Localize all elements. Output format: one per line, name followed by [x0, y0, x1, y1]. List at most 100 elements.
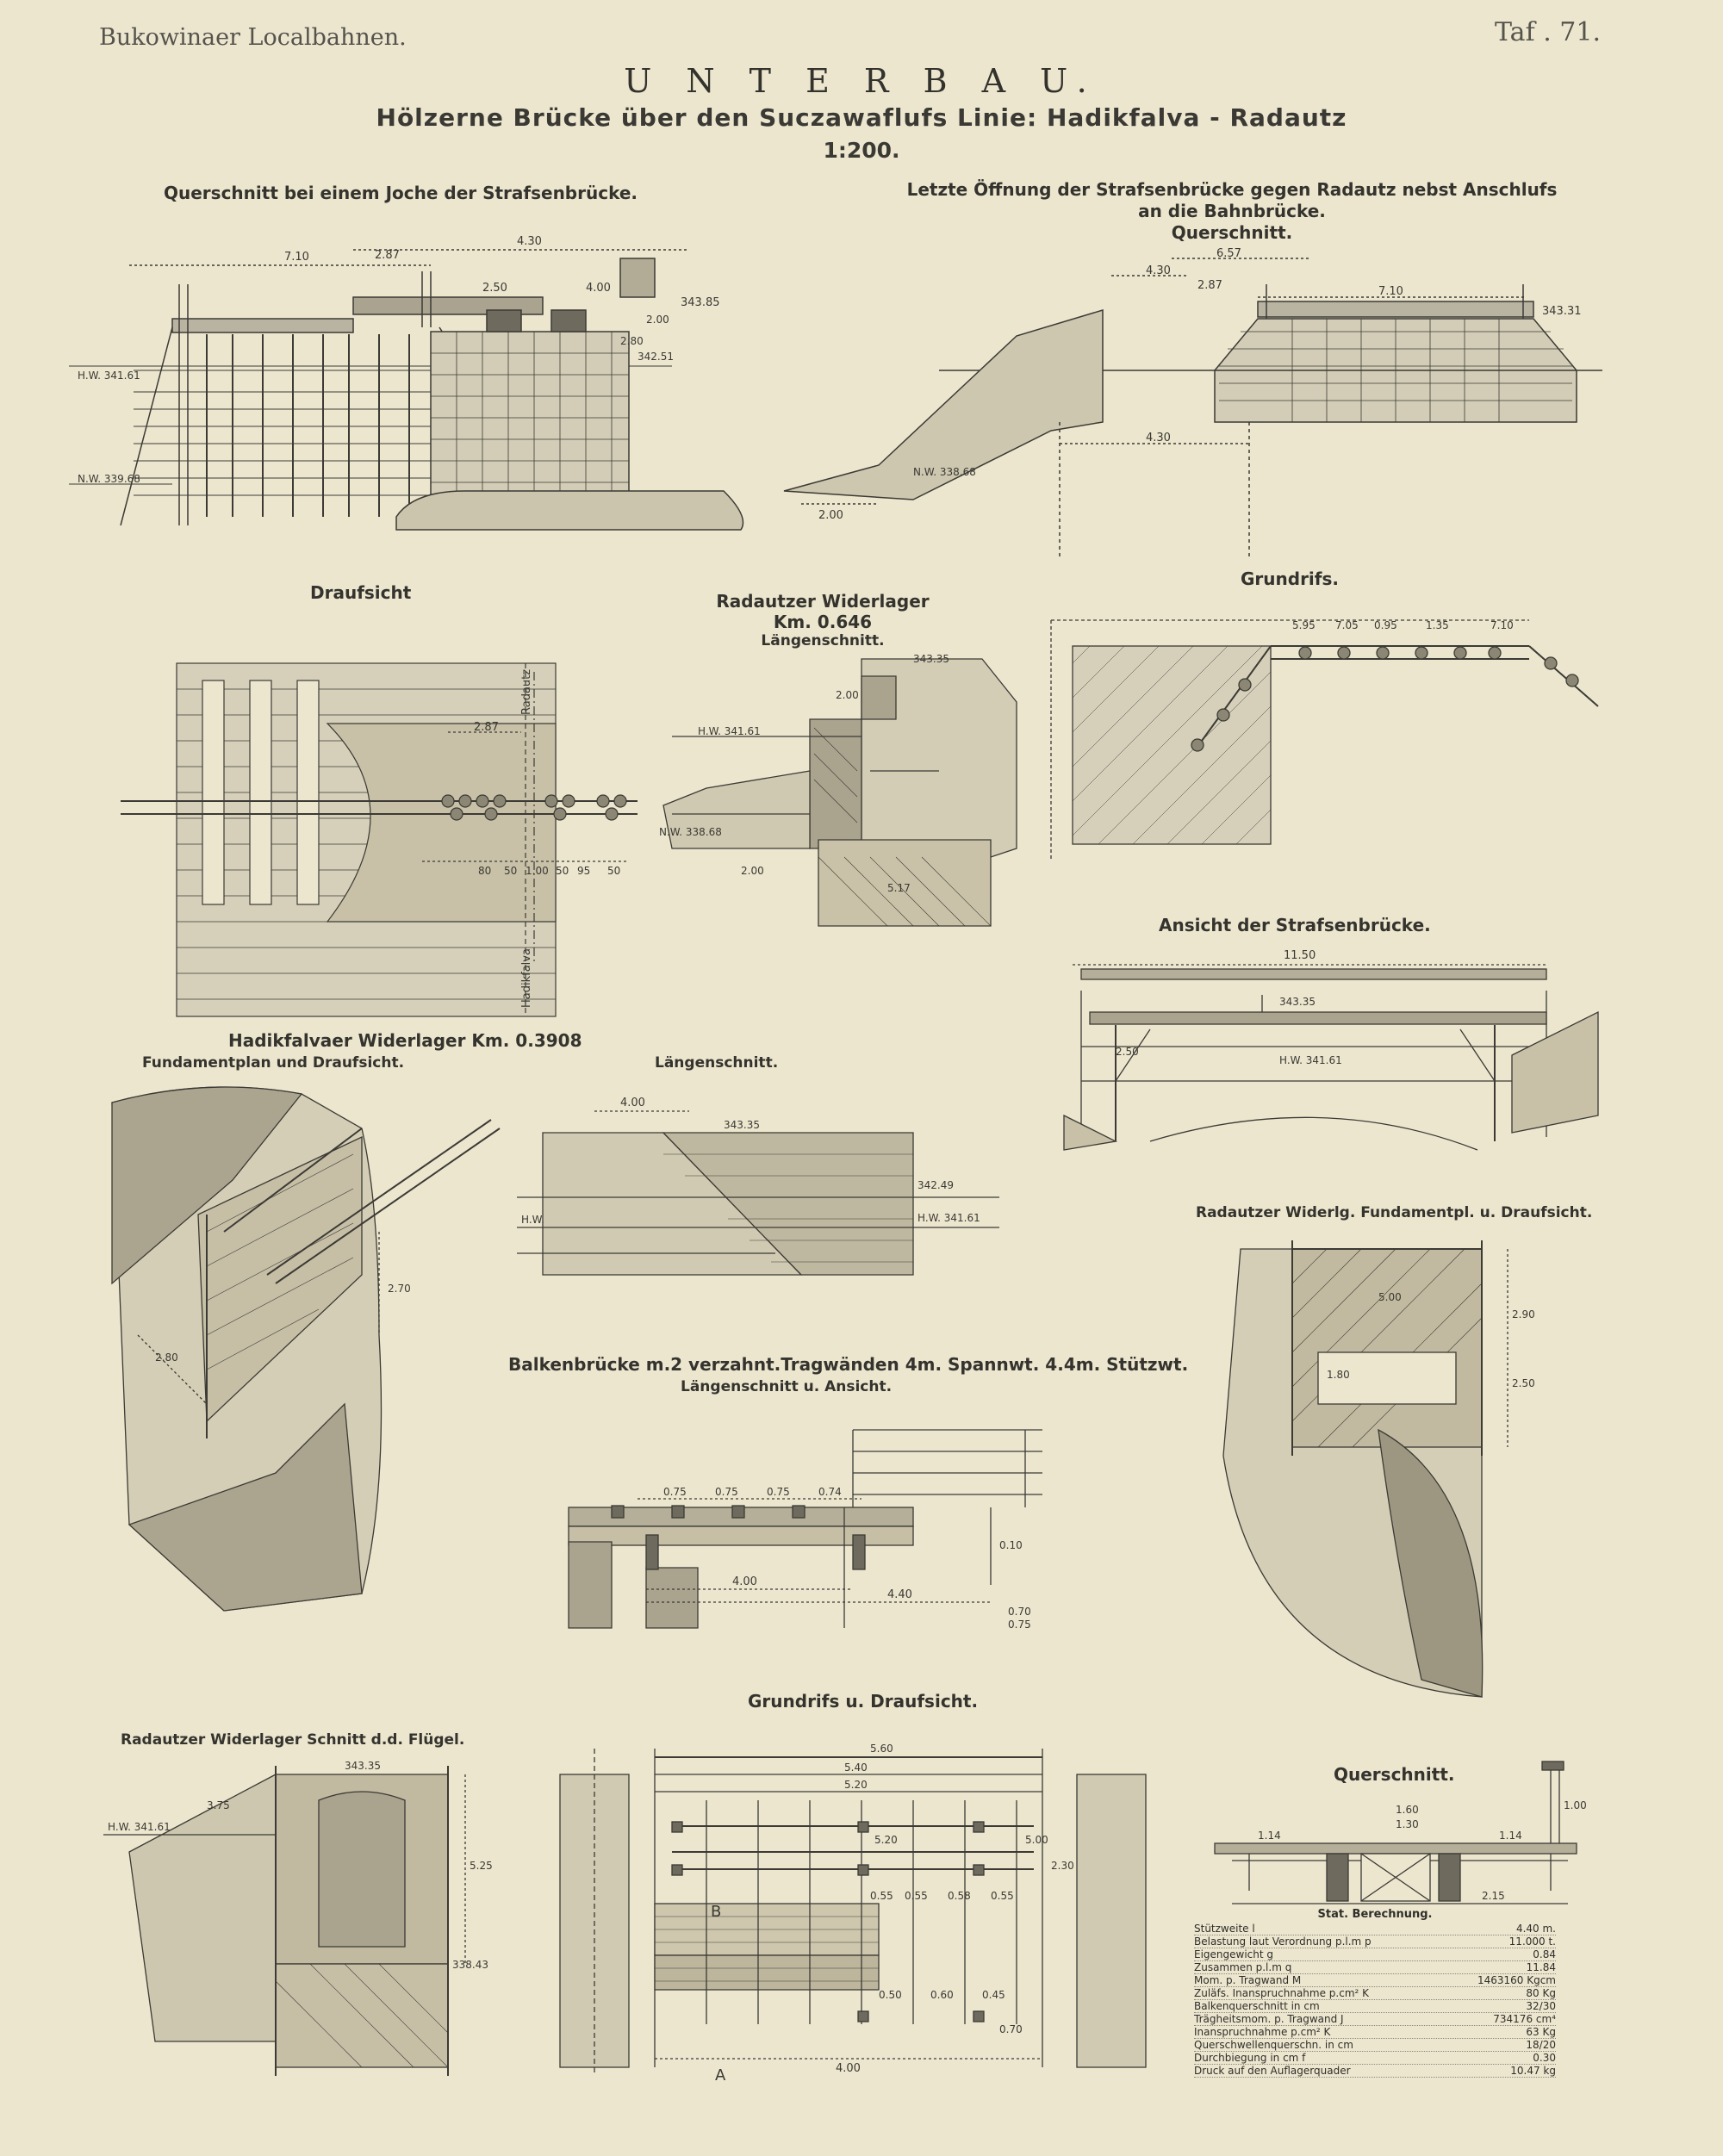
dim-gd-15: 0.55	[991, 1890, 1014, 1902]
dim-balk-3: 0.75	[767, 1486, 790, 1498]
dim-gd-12: 0.55	[870, 1890, 893, 1902]
calc-label: Belastung laut Verordnung p.l.m p	[1194, 1935, 1372, 1948]
dim-gd-14: 0.58	[948, 1890, 971, 1902]
dim-qb-6: 1.00	[1564, 1799, 1587, 1811]
calc-label: Mom. p. Tragwand M	[1194, 1974, 1302, 1986]
dim-balk-2: 0.75	[715, 1486, 738, 1498]
drawing-hadikfalvaer: 2.80 2.70	[111, 1086, 501, 1612]
dim-letzte-4: 7.10	[1378, 285, 1403, 298]
dim-letzte-6: 4.30	[1146, 432, 1171, 444]
dim-rf-4: 1.80	[1327, 1369, 1350, 1381]
calc-row: Mom. p. Tragwand M 1463160 Kgcm	[1194, 1974, 1556, 1987]
calc-value: 18/20	[1526, 2039, 1556, 2051]
hw-sf: H.W. 341.61	[108, 1821, 171, 1833]
dim-qb-3: 1.14	[1258, 1830, 1281, 1842]
dim-drauf-6: 95	[577, 865, 590, 877]
nw-rw: N.W. 338.68	[659, 826, 722, 838]
dim-ansicht-2: 343.35	[1279, 996, 1316, 1008]
dim-gd-7: 0.50	[879, 1989, 902, 2001]
caption-laengenschnitt: Längenschnitt.	[655, 1054, 779, 1072]
dim-drauf-3: 50	[504, 865, 517, 877]
caption-ansicht: Ansicht der Strafsenbrücke.	[1159, 915, 1431, 935]
dim-ansicht-1: 11.50	[1284, 949, 1316, 962]
header-series-label: Bukowinaer Localbahnen.	[99, 24, 407, 51]
plate-number: Taf . 71.	[1495, 17, 1601, 47]
dim-quer-9: 342.51	[638, 351, 674, 363]
calc-value: 734176 cm⁴	[1493, 2013, 1556, 2025]
caption-letzte-3: Querschnitt.	[1171, 222, 1293, 243]
dim-balk-7: 0.10	[999, 1539, 1023, 1551]
dim-drauf-2: 80	[478, 865, 491, 877]
caption-balkenbruecke-small: Längenschnitt u. Ansicht.	[681, 1378, 893, 1395]
calc-label: Trägheitsmom. p. Tragwand J	[1194, 2013, 1344, 2025]
dim-laeng-3: 342.49	[917, 1179, 954, 1191]
dim-balk-6: 4.40	[887, 1588, 912, 1601]
calc-label: Zuläfs. Inanspruchnahme p.cm² K	[1194, 1987, 1369, 1999]
dim-quer-7: 2.00	[646, 314, 669, 326]
dim-balk-4: 0.74	[818, 1486, 842, 1498]
dim-gr-3: 0.95	[1374, 619, 1397, 631]
dim-quer-2: 2.87	[375, 249, 400, 262]
dim-gr-1: 5.95	[1292, 619, 1316, 631]
dim-laeng-5: H.W.	[521, 1214, 544, 1226]
dim-drauf-5: 50	[556, 865, 569, 877]
drawing-querschnitt-bottom: 1.60 1.30 1.14 1.14 2.15 1.00	[1214, 1761, 1587, 1904]
calc-value: 10.47 kg	[1510, 2065, 1556, 2077]
dim-gd-10: 0.70	[999, 2023, 1023, 2035]
dim-qb-1: 1.60	[1396, 1804, 1419, 1816]
dim-qb-4: 1.14	[1499, 1830, 1522, 1842]
label-b: B	[711, 1903, 721, 1921]
dim-gd-13: 0.55	[905, 1890, 928, 1902]
drawing-quer-joch: 7.10 2.87 4.30 2.50 4.00 343.85 2.00 2.8…	[69, 235, 744, 531]
drawing-laengenschnitt: 4.00 343.35 342.49 H.W. 341.61 H.W.	[517, 1097, 999, 1276]
dim-rf-1: 5.00	[1378, 1291, 1402, 1303]
calc-row: Trägheitsmom. p. Tragwand J 734176 cm⁴	[1194, 2013, 1556, 2026]
hw-rw: H.W. 341.61	[698, 725, 761, 737]
dim-gd-6: 2.30	[1051, 1860, 1074, 1872]
hw-quer: H.W. 341.61	[78, 370, 140, 382]
dim-gr-4: 1.35	[1426, 619, 1449, 631]
label-a: A	[715, 2066, 726, 2085]
calc-label: Druck auf den Auflagerquader	[1194, 2065, 1351, 2077]
dim-gd-5: 5.00	[1025, 1834, 1048, 1846]
label-radautz: Radautz	[520, 669, 533, 715]
dim-balk-1: 0.75	[663, 1486, 687, 1498]
caption-grundriss-draufsicht: Grundrifs u. Draufsicht.	[748, 1691, 979, 1712]
dim-letzte-2: 4.30	[1146, 264, 1171, 277]
caption-querschnitt-bottom: Querschnitt.	[1334, 1764, 1455, 1785]
dim-gd-9: 0.45	[982, 1989, 1005, 2001]
calc-row: Druck auf den Auflagerquader 10.47 kg	[1194, 2065, 1556, 2078]
scale-label: 1:200.	[823, 138, 900, 163]
caption-radautzer-fundament: Radautzer Widerlg. Fundamentpl. u. Drauf…	[1196, 1204, 1593, 1221]
drawing-radautzer-widerlager: 343.35 2.00 5.17 2.00 H.W. 341.61 N.W. 3…	[659, 653, 1017, 927]
calc-value: 1463160 Kgcm	[1477, 1974, 1556, 1986]
calc-label: Balkenquerschnitt in cm	[1194, 2000, 1320, 2012]
dim-drauf-7: 50	[607, 865, 620, 877]
drawing-draufsicht: 2.87 80 50 1.00 50 95 50 Radautz Hadikfa…	[121, 662, 638, 1017]
dim-quer-3: 4.30	[517, 235, 542, 248]
caption-draufsicht: Draufsicht	[310, 582, 412, 603]
caption-hadikfalvaer: Hadikfalvaer Widerlager Km. 0.3908	[228, 1030, 582, 1051]
nw-quer: N.W. 339.68	[78, 473, 140, 485]
calc-value: 11.84	[1526, 1961, 1556, 1973]
calculation-title: Stat. Berechnung.	[1317, 1908, 1433, 1921]
dim-letzte-3: 2.87	[1197, 279, 1222, 292]
dim-gd-1: 5.60	[870, 1743, 893, 1755]
caption-letzte-2: an die Bahnbrücke.	[1138, 201, 1326, 221]
dim-laeng-1: 4.00	[620, 1097, 645, 1109]
dim-rw-3: 5.17	[887, 882, 911, 894]
calc-label: Eigengewicht g	[1194, 1948, 1274, 1960]
dim-rw-2: 2.00	[836, 689, 859, 701]
dim-balk-9: 0.75	[1008, 1619, 1031, 1631]
nw-letzte: N.W. 338.68	[913, 466, 976, 478]
calc-value: 11.000 t.	[1508, 1935, 1556, 1948]
dim-gr-5: 7.10	[1490, 619, 1514, 631]
dim-sf-3: 338.43	[452, 1959, 488, 1971]
dim-letzte-1: 6.57	[1216, 247, 1241, 260]
caption-letzte-1: Letzte Öffnung der Strafsenbrücke gegen …	[906, 179, 1558, 200]
calc-value: 4.40 m.	[1515, 1923, 1556, 1935]
